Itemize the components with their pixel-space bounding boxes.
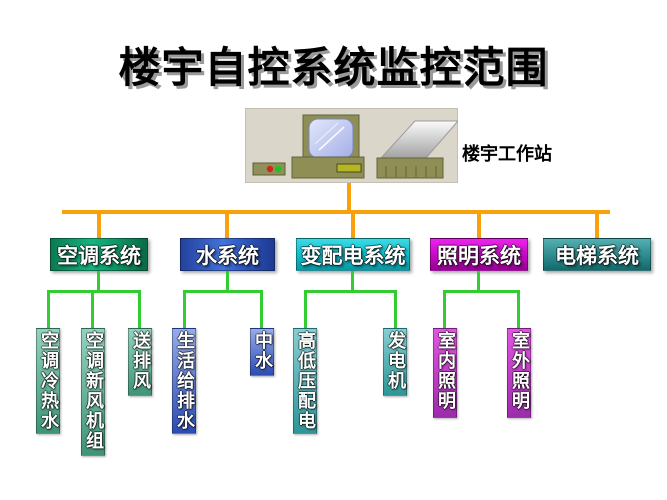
drop-line-power bbox=[351, 214, 355, 238]
drop-line-hvac bbox=[97, 214, 101, 238]
child-drop-power-1 bbox=[304, 290, 307, 328]
rail-line-power bbox=[304, 290, 397, 293]
drop-line-lighting bbox=[477, 214, 481, 238]
child-drop-water-1 bbox=[183, 290, 186, 328]
stub-line-water bbox=[226, 271, 229, 290]
system-box-water: 水系统 bbox=[180, 238, 275, 271]
power-strip-icon bbox=[252, 162, 286, 176]
child-drop-power-2 bbox=[394, 290, 397, 328]
subsystem-box-hvac-exhaust: 送排风 bbox=[128, 328, 152, 396]
system-box-power: 变配电系统 bbox=[296, 238, 410, 271]
bus-line bbox=[62, 210, 610, 214]
subsystem-box-lighting-indoor: 室内照明 bbox=[433, 328, 457, 418]
subsystem-box-power-hv-lv-distribution: 高低压配电 bbox=[293, 328, 317, 434]
workstation-label: 楼宇工作站 bbox=[462, 144, 552, 165]
computer-monitor-icon bbox=[291, 114, 365, 179]
stub-line-hvac bbox=[97, 271, 100, 290]
child-drop-lighting-2 bbox=[517, 290, 520, 328]
rail-line-hvac bbox=[47, 290, 141, 293]
drop-line-water bbox=[225, 214, 229, 238]
subsystem-box-lighting-outdoor: 室外照明 bbox=[507, 328, 531, 418]
subsystem-box-water-supply-drain: 生活给排水 bbox=[172, 328, 196, 434]
rail-line-water bbox=[183, 290, 263, 293]
computer-workstation-icon bbox=[245, 108, 458, 183]
subsystem-box-hvac-fresh-air-unit: 空调新风机组 bbox=[81, 328, 105, 456]
stub-line-power bbox=[351, 271, 354, 290]
page-title: 楼宇自控系统监控范围 bbox=[118, 43, 549, 92]
workstation-drop-line bbox=[347, 183, 351, 211]
child-drop-water-2 bbox=[260, 290, 263, 328]
subsystem-box-power-generator: 发电机 bbox=[383, 328, 407, 396]
system-box-lighting: 照明系统 bbox=[430, 238, 528, 271]
subsystem-box-water-reclaimed: 中水 bbox=[250, 328, 274, 376]
child-drop-hvac-1 bbox=[47, 290, 50, 328]
drop-line-elevator bbox=[595, 214, 599, 238]
system-box-hvac: 空调系统 bbox=[50, 238, 148, 271]
rail-line-lighting bbox=[443, 290, 519, 293]
system-box-elevator: 电梯系统 bbox=[543, 238, 651, 271]
child-drop-hvac-3 bbox=[138, 290, 141, 328]
printer-icon bbox=[376, 120, 458, 179]
child-drop-hvac-2 bbox=[91, 290, 94, 328]
stub-line-lighting bbox=[477, 271, 480, 290]
child-drop-lighting-1 bbox=[443, 290, 446, 328]
subsystem-box-hvac-chilled-water: 空调冷热水 bbox=[36, 328, 60, 434]
